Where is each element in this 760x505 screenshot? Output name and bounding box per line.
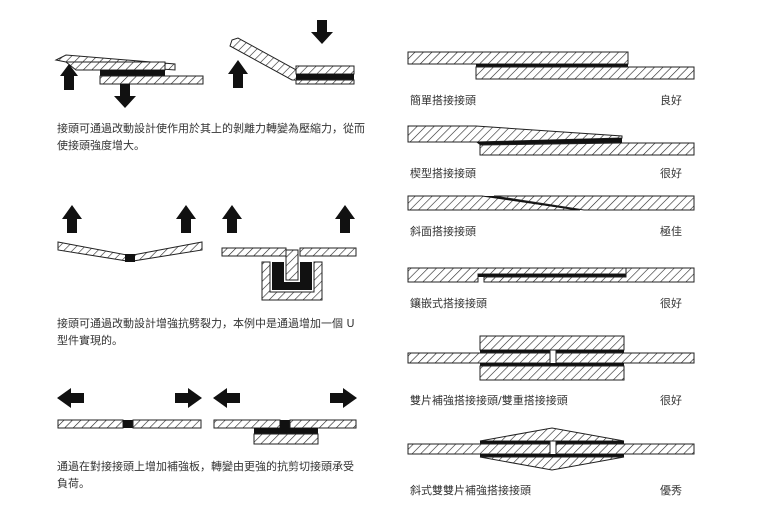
upper-plate [64, 61, 166, 71]
double-strap-joint [407, 335, 695, 381]
right-plate [289, 419, 357, 429]
reinforcement-plate [253, 433, 319, 445]
lower-plate [479, 142, 695, 156]
left-plate [57, 419, 124, 429]
lower-plate [475, 66, 695, 80]
joint-name-tapered-double-strap: 斜式雙雙片補強搭接接頭 [410, 484, 531, 497]
up-arrow-icon [60, 64, 78, 90]
adhesive-bottom [480, 454, 624, 457]
left-plate [407, 352, 551, 364]
right-plate [132, 241, 203, 262]
adhesive-layer [254, 428, 318, 434]
butt-joint-reinforced [213, 388, 357, 445]
left-plate [221, 247, 287, 257]
bottom-strap [479, 365, 625, 381]
right-plate [555, 352, 695, 364]
adhesive-fill [272, 262, 312, 290]
u-channel [261, 261, 323, 301]
tapered-double-strap-joint [407, 427, 695, 471]
caption-peel-to-compression: 接頭可通過改動設計使作用於其上的剝離力轉變為壓縮力，從而使接頭強度增大。 [57, 122, 365, 152]
left-arrow-icon [213, 388, 240, 408]
up-arrow-icon [335, 205, 355, 233]
joint-name-inlaid-lap: 鑲嵌式搭接接頭 [410, 297, 487, 310]
upper-plate [407, 51, 629, 65]
left-plate [407, 443, 551, 455]
caption-cleavage-resistance: 接頭可通過改動設計增強抗劈裂力，本例中是通過增加一個 U 型件實現的。 [57, 317, 355, 347]
down-arrow-icon [311, 20, 333, 44]
inlaid-lap-joint [407, 267, 695, 283]
joint-rating-tapered-double-strap: 優秀 [660, 484, 682, 497]
adhesive-joint [280, 420, 290, 428]
lower-plate [295, 79, 355, 85]
joint-name-tapered-lap: 楔型搭接接頭 [410, 167, 476, 180]
peel-joint-left [54, 54, 204, 108]
joint-rating-simple-lap: 良好 [660, 94, 682, 107]
top-strap [479, 427, 625, 442]
right-plate [483, 267, 695, 283]
up-arrow-icon [62, 205, 82, 233]
down-arrow-icon [114, 84, 136, 108]
joint-name-scarf-lap: 斜面搭接接頭 [410, 225, 476, 238]
adhesive-layer [476, 64, 628, 67]
joint-name-double-strap: 雙片補強搭接接頭/雙重搭接接頭 [410, 394, 568, 407]
right-plate [493, 195, 695, 211]
left-arrow-icon [57, 388, 84, 408]
up-arrow-icon [228, 60, 248, 88]
right-plate [299, 247, 357, 257]
adhesive-joint [123, 420, 133, 428]
joint-rating-scarf-lap: 極佳 [660, 225, 682, 238]
adhesive-bottom [480, 363, 624, 366]
scarf-lap-joint [407, 195, 695, 211]
center-web [285, 249, 299, 281]
tapered-lap-joint [407, 125, 695, 156]
simple-lap-joint [407, 51, 695, 80]
cleavage-joint-u-channel [221, 205, 357, 301]
bottom-strap [479, 456, 625, 471]
joint-rating-inlaid-lap: 很好 [660, 297, 682, 310]
joint-rating-double-strap: 很好 [660, 394, 682, 407]
up-arrow-icon [176, 205, 196, 233]
adhesive-layer [100, 70, 165, 76]
peel-joint-right [228, 20, 355, 88]
butt-joint-plain [57, 388, 202, 429]
right-plate [555, 443, 695, 455]
up-arrow-icon [222, 205, 242, 233]
caption-reinforcement-plate: 通過在對接接頭上增加補強板，轉變由更強的抗剪切接頭承受負荷。 [57, 460, 354, 490]
right-arrow-icon [330, 388, 357, 408]
lower-plate [99, 75, 204, 85]
right-arrow-icon [175, 388, 202, 408]
upper-plate [295, 65, 355, 75]
adhesive-layer [296, 74, 354, 80]
joint-name-simple-lap: 簡單搭接接頭 [410, 94, 476, 107]
right-plate [132, 419, 202, 429]
top-strap [479, 335, 625, 351]
cleavage-joint-left [57, 205, 203, 262]
adhesive-layer [478, 274, 626, 277]
left-plate [57, 241, 128, 262]
adhesive-joint [125, 254, 135, 262]
left-plate [213, 419, 281, 429]
joint-rating-tapered-lap: 很好 [660, 167, 682, 180]
